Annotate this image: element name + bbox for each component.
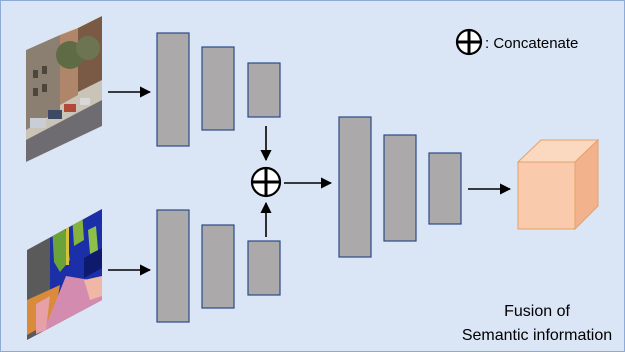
encoder1-block-2 bbox=[201, 46, 235, 131]
concat-icon bbox=[250, 166, 282, 198]
output-cube-icon bbox=[516, 138, 600, 231]
encoder1-block-1 bbox=[156, 32, 190, 147]
fusion-block-3 bbox=[428, 152, 462, 225]
caption-line-2: Semantic information bbox=[462, 327, 612, 344]
fusion-block-2 bbox=[383, 134, 417, 242]
fusion-block-1 bbox=[338, 116, 372, 258]
encoder2-block-3 bbox=[247, 240, 281, 296]
encoder2-block-1 bbox=[156, 209, 190, 323]
encoder1-block-3 bbox=[247, 62, 281, 118]
legend: : Concatenate bbox=[455, 28, 578, 56]
legend-concat-icon bbox=[455, 28, 483, 56]
input-segmentation-image bbox=[27, 209, 102, 340]
caption-line-1: Fusion of bbox=[504, 303, 570, 320]
legend-label: : Concatenate bbox=[485, 35, 578, 52]
encoder2-block-2 bbox=[201, 224, 235, 309]
